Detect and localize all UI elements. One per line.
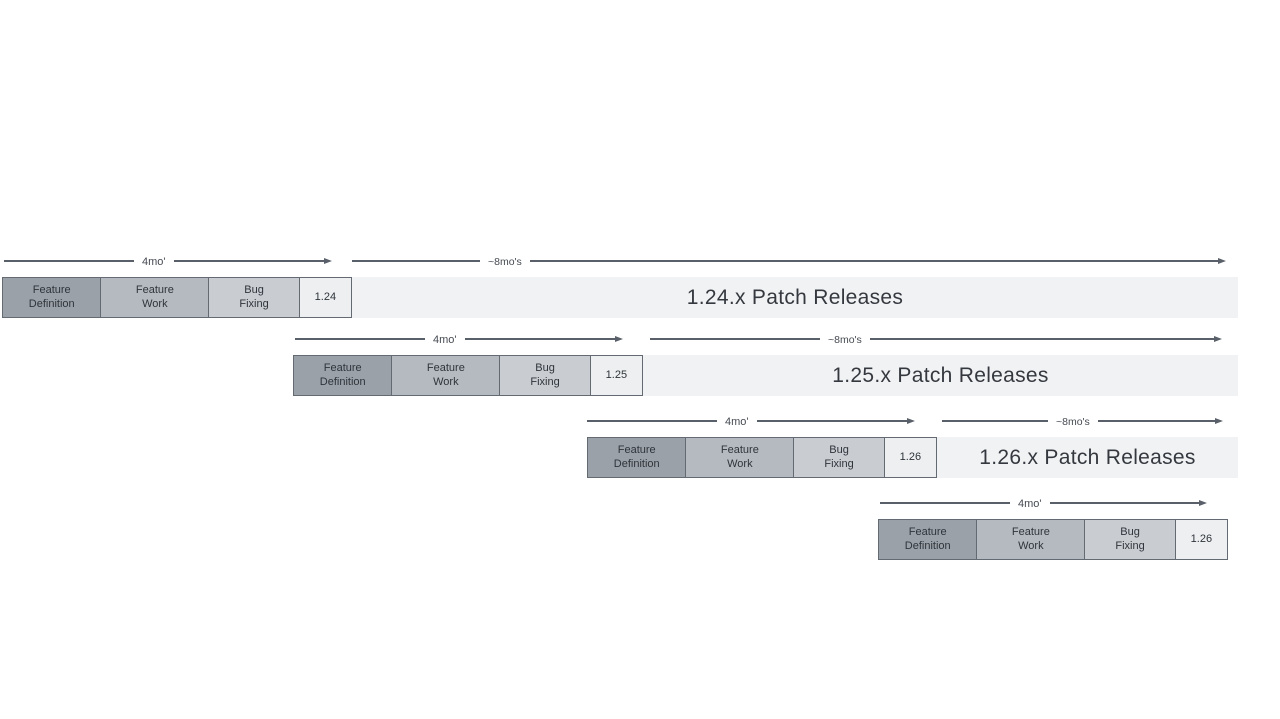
arrow-line <box>1049 502 1199 504</box>
patch-duration-arrow-1-24: ~8mo's <box>352 253 1226 269</box>
release-cycle-strip-1-25: Feature Definition Feature Work Bug Fixi… <box>293 355 643 396</box>
arrowhead-icon <box>324 258 332 264</box>
phase-box-bug-fixing: Bug Fixing <box>793 438 884 477</box>
dev-duration-arrow-1-24: 4mo' <box>4 253 332 269</box>
arrow-line <box>1097 420 1215 422</box>
phase-box-bug-fixing: Bug Fixing <box>499 356 590 395</box>
phase-box-feature-work: Feature Work <box>391 356 500 395</box>
phase-box-feature-work: Feature Work <box>685 438 794 477</box>
patch-duration-arrow-1-25: ~8mo's <box>650 331 1222 347</box>
phase-box-feature-work: Feature Work <box>976 520 1085 559</box>
version-box: 1.25 <box>589 356 642 395</box>
arrowhead-icon <box>1199 500 1207 506</box>
version-box: 1.26 <box>1174 520 1227 559</box>
arrow-line <box>587 420 717 422</box>
arrow-line <box>880 502 1010 504</box>
dev-duration-label: 4mo' <box>433 334 457 346</box>
version-box: 1.26 <box>883 438 936 477</box>
phase-box-feature-definition: Feature Definition <box>879 520 977 559</box>
patch-duration-label: ~8mo's <box>488 256 522 268</box>
arrow-line <box>756 420 907 422</box>
patch-release-title: 1.24.x Patch Releases <box>686 285 904 309</box>
arrow-line <box>4 260 134 262</box>
patch-release-bar-1-24: 1.24.x Patch Releases <box>352 277 1238 318</box>
arrow-line <box>529 260 1218 262</box>
patch-release-bar-1-25: 1.25.x Patch Releases <box>643 355 1238 396</box>
arrowhead-icon <box>1218 258 1226 264</box>
phase-box-bug-fixing: Bug Fixing <box>1084 520 1175 559</box>
dev-duration-label: 4mo' <box>725 416 749 428</box>
phase-box-feature-definition: Feature Definition <box>3 278 101 317</box>
version-box: 1.24 <box>298 278 351 317</box>
patch-duration-label: ~8mo's <box>828 334 862 346</box>
release-cycle-strip-1-26: Feature Definition Feature Work Bug Fixi… <box>587 437 937 478</box>
arrow-line <box>942 420 1048 422</box>
phase-box-feature-definition: Feature Definition <box>294 356 392 395</box>
phase-box-bug-fixing: Bug Fixing <box>208 278 299 317</box>
arrow-line <box>464 338 615 340</box>
patch-duration-label: ~8mo's <box>1056 416 1090 428</box>
arrowhead-icon <box>1214 336 1222 342</box>
arrowhead-icon <box>615 336 623 342</box>
dev-duration-label: 4mo' <box>1018 498 1042 510</box>
arrow-line <box>173 260 324 262</box>
patch-release-title: 1.25.x Patch Releases <box>832 363 1049 387</box>
patch-release-title: 1.26.x Patch Releases <box>979 445 1196 469</box>
arrow-line <box>650 338 820 340</box>
arrowhead-icon <box>1215 418 1223 424</box>
dev-duration-arrow-1-25: 4mo' <box>295 331 623 347</box>
release-cycle-strip-1-24: Feature Definition Feature Work Bug Fixi… <box>2 277 352 318</box>
patch-release-bar-1-26: 1.26.x Patch Releases <box>937 437 1238 478</box>
dev-duration-label: 4mo' <box>142 256 166 268</box>
arrow-line <box>869 338 1214 340</box>
release-cycle-strip-next: Feature Definition Feature Work Bug Fixi… <box>878 519 1228 560</box>
dev-duration-arrow-1-26: 4mo' <box>587 413 915 429</box>
phase-box-feature-definition: Feature Definition <box>588 438 686 477</box>
arrow-line <box>352 260 480 262</box>
patch-duration-arrow-1-26: ~8mo's <box>942 413 1223 429</box>
arrow-line <box>295 338 425 340</box>
phase-box-feature-work: Feature Work <box>100 278 209 317</box>
arrowhead-icon <box>907 418 915 424</box>
dev-duration-arrow-next: 4mo' <box>880 495 1207 511</box>
